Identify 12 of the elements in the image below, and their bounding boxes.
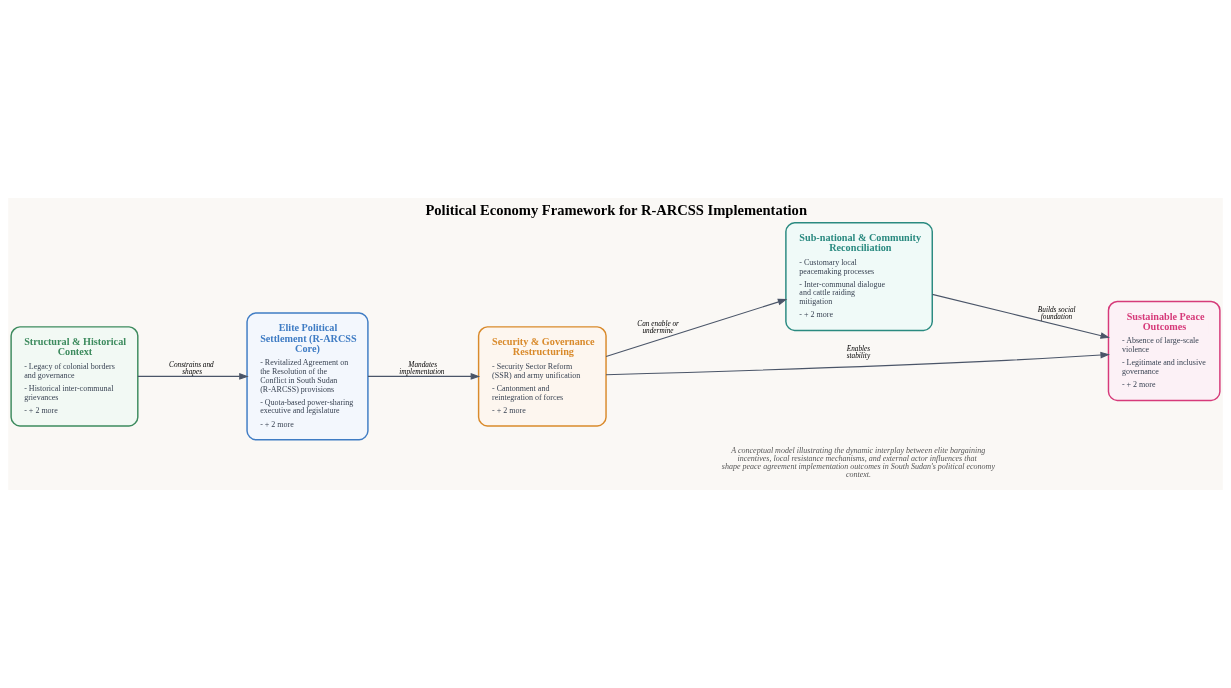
caption: A conceptual model illustrating the dynamic interplay between elite bargaining incentives, local resistance mechanisms, and external actor influences that shape peace agreement implementation outcomes in South Sudan's political economy context. (721, 445, 995, 479)
diagram-title: Political Economy Framework for R-ARCSS Implementation (425, 201, 807, 218)
arrow (367, 373, 481, 380)
node-box: Sustainable Peace Outcomes - Absence of large-scale violence - Legitimate and inclusive governance - + 2 more (1107, 300, 1221, 402)
node-box: Sub-national & Community Reconciliation - Customary local peacemaking processes - Inter-communal dialogue and cattle raiding mitigation - + 2 more (785, 222, 933, 332)
arrow (605, 298, 788, 357)
node-box: Security & Governance Restructuring - Security Sector Reform (SSR) and army unification - Cantonment and reintegration of forces - + 2 more (477, 326, 607, 427)
arrow (931, 293, 1110, 339)
node-box: Structural & Historical Context - Legacy of colonial borders and governance - Historical inter-communal grievances - + 2 more (10, 326, 139, 427)
node-box: Elite Political Settlement (R-ARCSS Core) - Revitalized Agreement on the Resolution of the Conflict in South Sudan (R-ARCSS) provisions - Quota-based power-sharing executive and legislature - + 2 more (246, 312, 369, 441)
arrow (605, 351, 1110, 376)
arrow (137, 373, 249, 380)
